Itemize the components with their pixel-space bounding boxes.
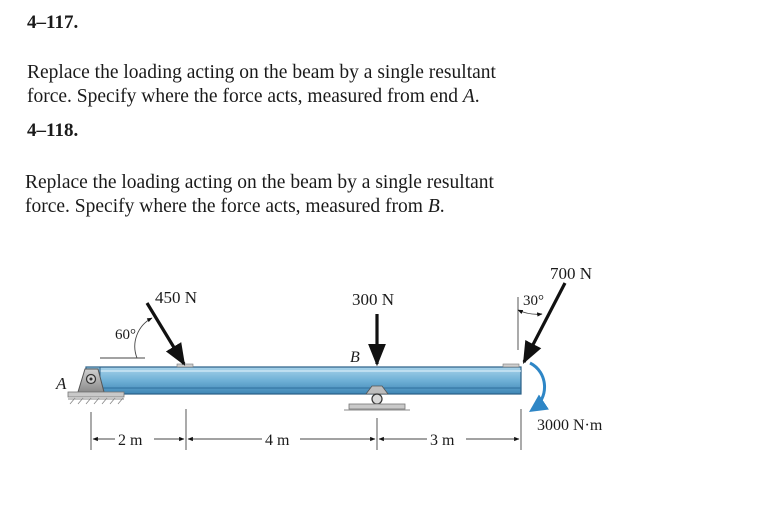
point-b-label: B — [350, 349, 360, 366]
problem-117-line-2: force. Specify where the force acts, mea… — [27, 86, 480, 107]
beam — [85, 366, 522, 395]
load-pad-450 — [176, 363, 194, 368]
angle-30-label: 30° — [523, 293, 544, 309]
problem-118-line-2: force. Specify where the force acts, mea… — [25, 196, 445, 217]
dimension-2m: 2 m — [118, 432, 143, 449]
dimension-3m: 3 m — [430, 432, 455, 449]
angle-60-label: 60° — [115, 327, 136, 343]
force-450-arrow — [145, 302, 186, 366]
problem-statement-117: Replace the loading acting on the beam b… — [27, 61, 647, 109]
angle-arc-60 — [134, 317, 153, 359]
roller-support-b — [344, 385, 410, 411]
angle-arc-30 — [517, 309, 543, 317]
end-a-italic: A — [462, 86, 475, 107]
force-700-arrow — [522, 282, 567, 364]
problem-number-117: 4–117. — [27, 12, 79, 33]
point-a-label: A — [55, 374, 67, 393]
load-pad-700 — [502, 363, 520, 368]
point-b-italic: B — [427, 196, 440, 217]
force-450-label: 450 N — [155, 288, 197, 307]
dimension-4m: 4 m — [265, 432, 290, 449]
moment-label: 3000 N·m — [537, 417, 603, 434]
problem-statement-118: Replace the loading acting on the beam b… — [25, 171, 645, 219]
problem-117-line-1: Replace the loading acting on the beam b… — [27, 62, 496, 83]
pin-support-a — [67, 368, 125, 405]
force-700-label: 700 N — [550, 264, 592, 283]
beam-loading-figure: A B 450 N 60° 300 N 700 N 30° 3000 N·m 2… — [55, 264, 603, 450]
problem-118-line-1: Replace the loading acting on the beam b… — [25, 172, 494, 193]
dimension-lines — [90, 409, 522, 450]
force-300-label: 300 N — [352, 290, 394, 309]
problem-number-118: 4–118. — [27, 120, 79, 141]
moment-arrow — [529, 361, 549, 413]
